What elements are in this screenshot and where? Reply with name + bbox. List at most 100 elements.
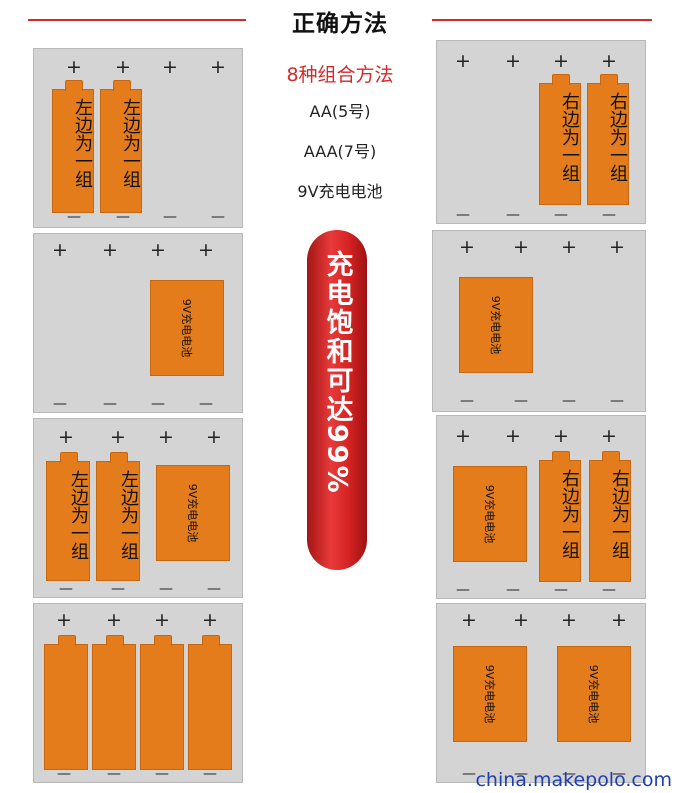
minus-sign: — [199,396,213,412]
aa-battery: 右边为一组 [539,74,581,205]
minus-sign: — [562,393,576,409]
minus-sign: — [506,582,520,598]
minus-sign: — [111,581,125,597]
config-panel-right-4: + + + + 9V充电电池 9V充电电池 — — — — [436,603,646,783]
minus-sign: — [460,393,474,409]
battery-cap [602,451,620,462]
battery-cap [202,635,220,646]
page-title: 正确方法 [292,11,388,37]
battery-cap [106,635,124,646]
minus-sign: — [211,209,225,225]
plus-sign: + [505,50,521,72]
minus-sign: — [554,582,568,598]
minus-sign: — [207,581,221,597]
nine-v-battery: 9V充电电池 [156,465,230,561]
minus-sign: — [514,766,528,782]
right-group-label: 右边为一组 [559,92,580,182]
minus-sign: — [103,396,117,412]
plus-sign: + [461,609,477,631]
minus-sign: — [514,393,528,409]
right-group-label: 右边为一组 [609,469,630,559]
aa-battery [188,635,232,770]
minus-sign: — [612,766,626,782]
aa-battery: 右边为一组 [587,74,629,205]
minus-sign: — [602,582,616,598]
plus-sign: + [115,56,131,78]
watermark: china.makepolo.com [475,769,672,791]
nine-v-battery-label: 9V充电电池 [483,664,496,724]
plus-sign: + [202,609,218,631]
battery-cap [65,80,83,91]
plus-sign: + [198,239,214,261]
plus-sign: + [553,50,569,72]
minus-sign: — [462,766,476,782]
aa-battery [44,635,88,770]
battery-cap [552,451,570,462]
minus-sign: — [155,766,169,782]
plus-sign: + [459,236,475,258]
plus-sign: + [601,425,617,447]
nine-v-battery: 9V充电电池 [453,646,527,742]
plus-sign: + [66,56,82,78]
charge-pill: 充电饱和可达99% [307,230,367,570]
config-panel-right-2: + + + + 9V充电电池 — — — — [432,230,646,412]
plus-sign: + [154,609,170,631]
plus-sign: + [106,609,122,631]
config-panel-left-1: + + + + 左边为一组 左边为一组 — — — — [33,48,243,228]
plus-sign: + [609,236,625,258]
nine-v-battery: 9V充电电池 [459,277,533,373]
aa-battery: 左边为一组 [46,452,90,581]
plus-sign: + [110,426,126,448]
battery-cap [154,635,172,646]
minus-sign: — [554,207,568,223]
minus-sign: — [163,209,177,225]
minus-sign: — [107,766,121,782]
minus-sign: — [57,766,71,782]
left-group-label: 左边为一组 [120,98,141,188]
left-group-label: 左边为一组 [72,98,93,188]
battery-cap [600,74,618,85]
minus-sign: — [610,393,624,409]
minus-sign: — [456,207,470,223]
left-group-label: 左边为一组 [118,470,139,560]
aa-battery [140,635,184,770]
aa-battery: 右边为一组 [589,451,631,582]
minus-sign: — [562,766,576,782]
plus-sign: + [158,426,174,448]
aa-battery: 右边为一组 [539,451,581,582]
plus-sign: + [553,425,569,447]
plus-sign: + [58,426,74,448]
minus-sign: — [53,396,67,412]
plus-sign: + [611,609,627,631]
plus-sign: + [150,239,166,261]
minus-sign: — [67,209,81,225]
header-rule-right [432,19,652,21]
aa-label: AA(5号) [309,102,371,121]
config-panel-left-3: + + + + 左边为一组 左边为一组 9V充电电池 — — — — [33,418,243,598]
plus-sign: + [601,50,617,72]
aa-battery: 左边为一组 [96,452,140,581]
nine-v-battery: 9V充电电池 [453,466,527,562]
battery-cap [110,452,128,463]
nine-v-battery: 9V充电电池 [150,280,224,376]
minus-sign: — [59,581,73,597]
left-group-label: 左边为一组 [68,470,89,560]
minus-sign: — [506,207,520,223]
plus-sign: + [513,236,529,258]
aa-battery: 左边为一组 [52,80,94,213]
plus-sign: + [513,609,529,631]
combo-heading: 8种组合方法 [286,64,394,86]
battery-cap [552,74,570,85]
plus-sign: + [206,426,222,448]
battery-cap [60,452,78,463]
plus-sign: + [210,56,226,78]
nine-v-battery-label: 9V充电电池 [483,484,496,544]
plus-sign: + [561,236,577,258]
config-panel-left-2: + + + + 9V充电电池 — — — — [33,233,243,413]
plus-sign: + [102,239,118,261]
plus-sign: + [455,425,471,447]
minus-sign: — [456,582,470,598]
plus-sign: + [561,609,577,631]
plus-sign: + [52,239,68,261]
right-group-label: 右边为一组 [559,469,580,559]
